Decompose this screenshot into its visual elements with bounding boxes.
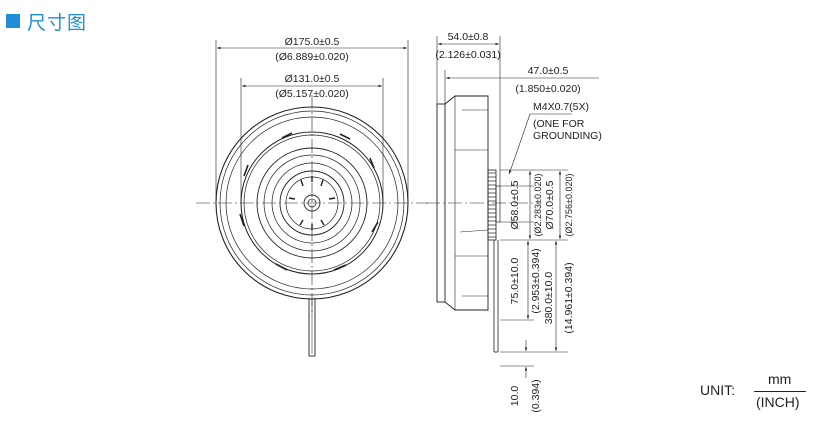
section-header: 尺寸图 [6, 8, 87, 34]
front-view [196, 95, 428, 357]
hub-diameter-1-inch: (Ø2.283±0.020) [533, 174, 543, 237]
side-dimensions [436, 36, 599, 378]
hub-diameter-2-mm: Ø70.0±0.5 [544, 180, 556, 229]
overall-width-mm: 54.0±0.8 [448, 31, 489, 43]
front-dimensions [215, 40, 409, 203]
inner-diameter-mm: Ø131.0±0.5 [285, 73, 340, 85]
unit-label: UNIT: [700, 382, 735, 398]
outer-diameter-mm: Ø175.0±0.5 [285, 36, 340, 48]
screw-note-line-3: GROUNDING) [533, 130, 602, 142]
lead-offset-inch: (2.953±0.394) [530, 248, 542, 313]
hub-diameter-1-mm: Ø58.0±0.5 [509, 180, 521, 229]
screw-note-line-2: (ONE FOR [533, 118, 585, 130]
unit-numerator: mm [768, 371, 792, 387]
unit-fraction-bar [754, 391, 806, 392]
hub-diameter-2-inch: (Ø2.756±0.020) [564, 174, 574, 237]
inner-diameter-inch: (Ø5.157±0.020) [275, 88, 348, 100]
screw-note-line-1: M4X0.7(5X) [533, 101, 589, 113]
strip-length-inch: (0.394) [530, 379, 542, 412]
lead-offset-mm: 75.0±10.0 [509, 258, 521, 305]
square-bullet-icon [6, 14, 20, 28]
strip-length-mm: 10.0 [509, 386, 521, 407]
unit-legend: UNIT: mm (INCH) [700, 370, 812, 414]
overall-width-inch: (2.126±0.031) [435, 49, 500, 61]
section-title: 尺寸图 [27, 11, 88, 34]
lead-length-inch: (14.961±0.394) [563, 262, 575, 333]
body-width-inch: (1.850±0.020) [515, 83, 580, 95]
side-view [426, 95, 540, 353]
body-width-mm: 47.0±0.5 [528, 65, 569, 77]
unit-denominator: (INCH) [756, 394, 800, 410]
outer-diameter-inch: (Ø6.889±0.020) [275, 51, 348, 63]
lead-length-mm: 380.0±10.0 [543, 272, 555, 325]
